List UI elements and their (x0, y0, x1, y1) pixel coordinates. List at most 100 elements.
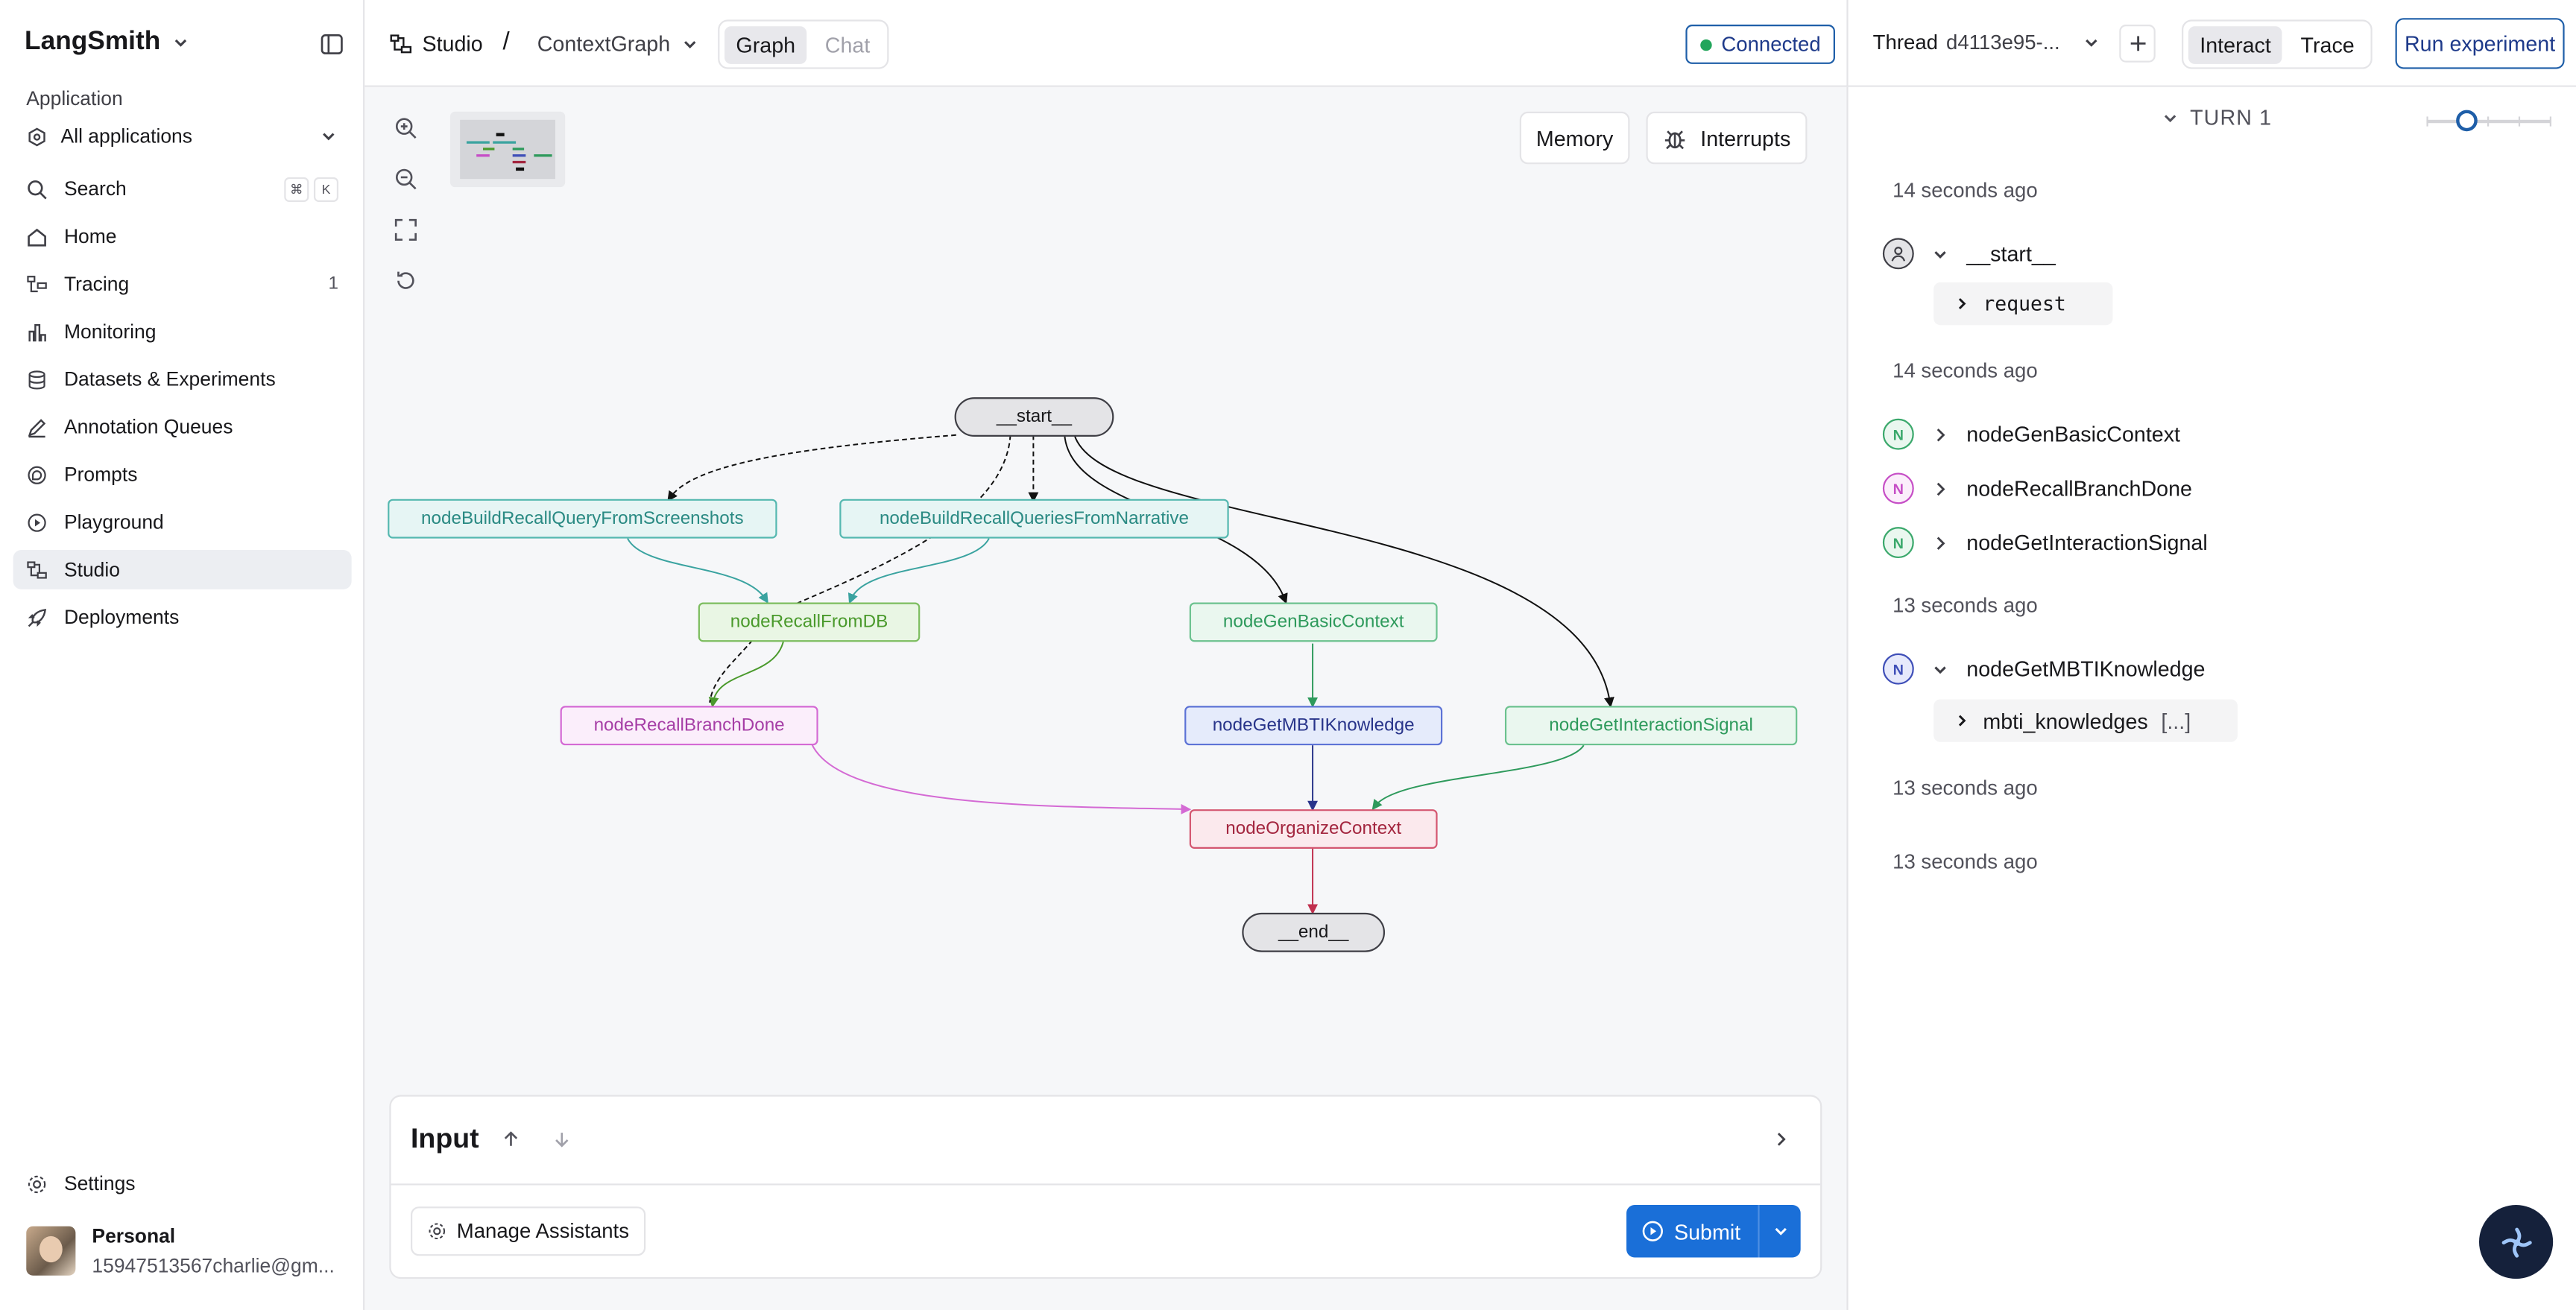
chevron-down-icon (2085, 39, 2097, 47)
mode-toggle: Interact Trace (2182, 19, 2373, 69)
sidebar-toggle-icon[interactable] (321, 33, 344, 56)
interrupts-button[interactable]: Interrupts (1646, 111, 1808, 165)
event-child-label: request (1983, 292, 2066, 315)
sidebar-item-tracing[interactable]: Tracing 1 (13, 265, 352, 304)
event-recall-branch-done[interactable]: N nodeRecallBranchDone (1882, 472, 2192, 504)
event-gen-basic-context[interactable]: N nodeGenBasicContext (1882, 418, 2181, 450)
event-timestamp: 14 seconds ago (1892, 359, 2038, 383)
memory-button[interactable]: Memory (1519, 111, 1630, 165)
run-experiment-button[interactable]: Run experiment (2395, 18, 2565, 69)
profile-menu[interactable]: Personal 15947513567charlie@gm... (26, 1224, 335, 1277)
event-child-suffix: [...] (2161, 708, 2191, 733)
sidebar-item-search[interactable]: Search ⌘K (13, 169, 352, 209)
tab-chat[interactable]: Chat (824, 31, 871, 57)
tracing-count: 1 (328, 273, 339, 294)
tab-interact[interactable]: Interact (2188, 25, 2283, 63)
zoom-out-icon[interactable] (394, 168, 417, 191)
sidebar-item-playground[interactable]: Playground (13, 502, 352, 542)
graph-select[interactable]: ContextGraph (537, 31, 700, 56)
prompts-icon (28, 465, 46, 484)
gear-icon (429, 1223, 446, 1240)
apps-icon (28, 127, 45, 146)
settings-link[interactable]: Settings (26, 1171, 136, 1195)
event-timestamp: 13 seconds ago (1892, 850, 2038, 873)
new-thread-button[interactable] (2119, 25, 2156, 63)
chevron-down-icon[interactable] (1771, 1221, 1790, 1241)
user-icon (1882, 238, 1914, 270)
event-start[interactable]: __start__ (1882, 238, 2056, 270)
sidebar-item-prompts[interactable]: Prompts (13, 455, 352, 494)
graph-node-start[interactable]: __start__ (954, 397, 1114, 437)
submit-button[interactable]: Submit (1626, 1205, 1801, 1258)
zoom-in-icon[interactable] (394, 116, 417, 139)
database-icon (28, 370, 45, 389)
event-child-mbti-knowledges[interactable]: mbti_knowledges [...] (1933, 699, 2238, 742)
minimap-preview (466, 133, 552, 171)
minimap[interactable] (449, 111, 566, 188)
sidebar-item-datasets[interactable]: Datasets & Experiments (13, 359, 352, 399)
event-name: nodeGetInteractionSignal (1966, 530, 2208, 555)
play-circle-icon (28, 513, 46, 531)
graph-canvas[interactable]: Memory Interrupts (364, 86, 1847, 1310)
event-name: nodeGenBasicContext (1966, 422, 2181, 447)
gear-icon (28, 1174, 46, 1193)
breadcrumb-studio[interactable]: Studio (389, 31, 483, 56)
fit-view-icon[interactable] (394, 218, 417, 241)
arrow-up-icon[interactable] (501, 1130, 520, 1149)
chevron-right-icon (1936, 536, 1945, 549)
settings-label: Settings (63, 1171, 136, 1195)
chevron-right-icon (1936, 481, 1945, 496)
chevron-down-icon (323, 133, 335, 141)
turn-toggle[interactable]: TURN 1 (2160, 105, 2272, 130)
graph-node-recall-branch-done[interactable]: nodeRecallBranchDone (560, 706, 818, 746)
divider (391, 1183, 1821, 1186)
turn-slider[interactable] (2426, 110, 2551, 132)
reset-icon[interactable] (394, 269, 417, 292)
graph-node-end[interactable]: __end__ (1242, 912, 1386, 952)
status-dot (1699, 38, 1712, 51)
sidebar-item-label: Prompts (63, 463, 138, 487)
event-get-interaction-signal[interactable]: N nodeGetInteractionSignal (1882, 527, 2208, 559)
slider-tick (2426, 116, 2428, 127)
sidebar-item-label: Deployments (63, 605, 180, 629)
graph-node-get-mbti-knowledge[interactable]: nodeGetMBTIKnowledge (1184, 706, 1443, 746)
tab-graph[interactable]: Graph (724, 25, 807, 63)
tab-trace[interactable]: Trace (2300, 31, 2355, 57)
thread-select[interactable]: Thread d4113e95-... (1873, 31, 2101, 54)
graph-node-build-recall-query-from-screenshots[interactable]: nodeBuildRecallQueryFromScreenshots (388, 499, 777, 539)
chevron-down-icon (2164, 114, 2176, 121)
event-timestamp: 14 seconds ago (1892, 179, 2038, 202)
event-name: nodeRecallBranchDone (1966, 475, 2192, 501)
graph-node-organize-context[interactable]: nodeOrganizeContext (1189, 809, 1438, 849)
graph-edges (627, 434, 1614, 915)
sidebar-item-home[interactable]: Home (13, 217, 352, 256)
slider-thumb[interactable] (2456, 110, 2478, 132)
application-select[interactable]: All applications (26, 121, 341, 151)
chevron-right-icon[interactable] (1771, 1130, 1790, 1149)
turn-label: TURN 1 (2190, 104, 2273, 130)
node-badge: N (1882, 527, 1914, 559)
chevron-down-icon (1934, 250, 1946, 258)
manage-assistants-button[interactable]: Manage Assistants (411, 1206, 646, 1256)
arrow-down-icon[interactable] (552, 1130, 572, 1149)
graph-node-build-recall-queries-from-narrative[interactable]: nodeBuildRecallQueriesFromNarrative (839, 499, 1229, 539)
shortcut-hint: ⌘K (284, 176, 339, 201)
sidebar-item-studio[interactable]: Studio (13, 550, 352, 589)
studio-icon (27, 560, 47, 578)
thread-panel: TURN 1 14 seconds ago __start__ request … (1846, 86, 2576, 1310)
event-timestamp: 13 seconds ago (1892, 594, 2038, 618)
sidebar-item-monitoring[interactable]: Monitoring (13, 312, 352, 352)
sidebar-item-label: Studio (63, 558, 120, 581)
brand-switcher[interactable]: LangSmith (25, 28, 190, 57)
sidebar-item-label: Playground (63, 510, 164, 534)
sidebar-item-annotation-queues[interactable]: Annotation Queues (13, 407, 352, 446)
sidebar-item-deployments[interactable]: Deployments (13, 598, 352, 637)
sidebar-item-label: Monitoring (63, 320, 157, 344)
graph-node-recall-from-db[interactable]: nodeRecallFromDB (698, 602, 921, 642)
event-get-mbti-knowledge[interactable]: N nodeGetMBTIKnowledge (1882, 653, 2205, 685)
graph-node-get-interaction-signal[interactable]: nodeGetInteractionSignal (1504, 706, 1798, 746)
help-chat-button[interactable] (2478, 1205, 2554, 1279)
graph-node-gen-basic-context[interactable]: nodeGenBasicContext (1189, 602, 1438, 642)
event-child-request[interactable]: request (1933, 282, 2113, 326)
chevron-down-icon (174, 39, 186, 47)
